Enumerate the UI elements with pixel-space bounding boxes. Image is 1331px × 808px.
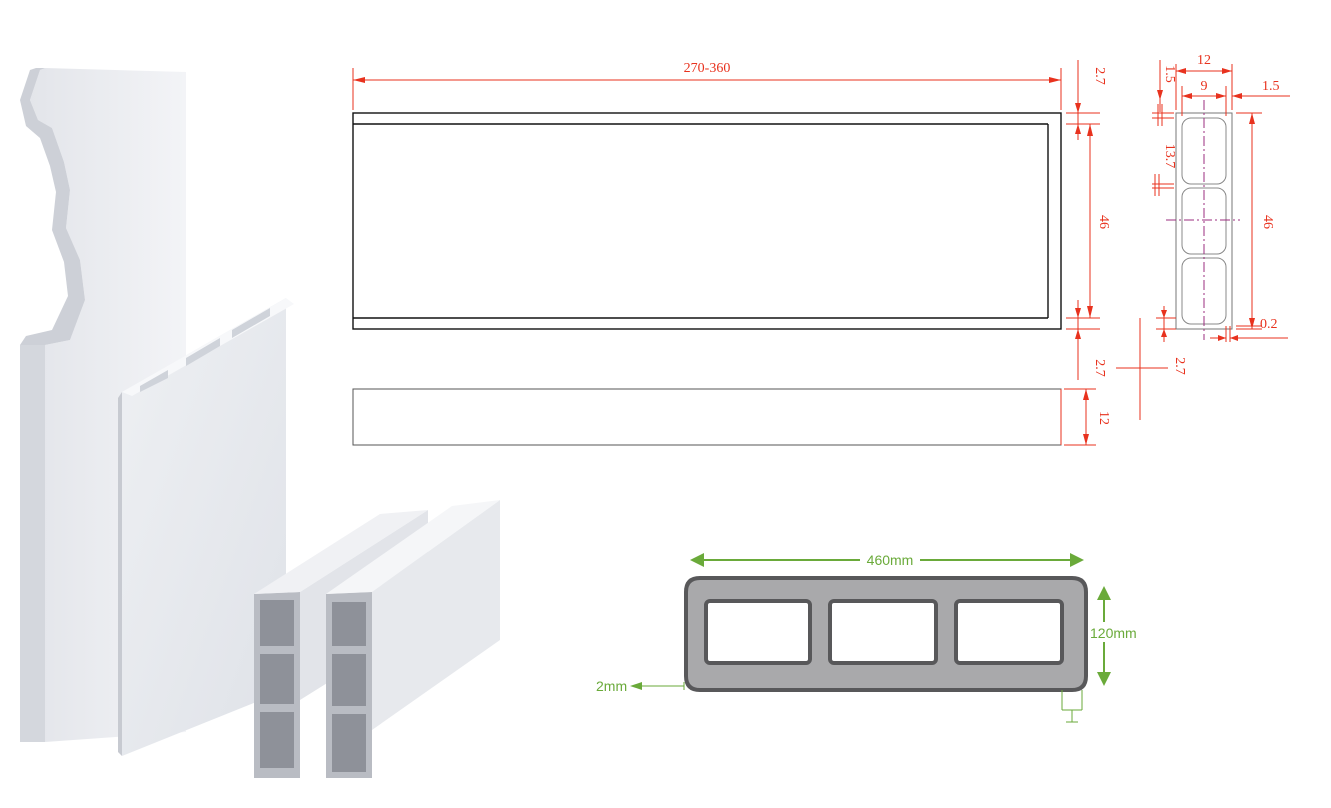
cross-section-dimensions: [1116, 60, 1290, 420]
profile-cell-3: [954, 599, 1064, 665]
side-view-length-label: 270-360: [684, 61, 731, 76]
cross-section-gap-label: 0.2: [1260, 317, 1278, 332]
cross-section-width-label: 12: [1197, 53, 1211, 68]
profile-cell-2: [828, 599, 938, 665]
cross-section-left-wall-label: 1.5: [1162, 65, 1177, 83]
profile-height-label: 120mm: [1090, 625, 1137, 641]
cross-section-wall-label: 1.5: [1262, 79, 1280, 94]
profile-cell-1: [704, 599, 812, 665]
side-view-dimensions: [352, 60, 1100, 380]
side-view-bottom-flange-label: 2.7: [1092, 359, 1107, 377]
cross-section-inner-width-label: 9: [1201, 79, 1208, 94]
hollow-profile-drawing: [684, 576, 1088, 692]
cross-section-height-label: 46: [1260, 215, 1275, 229]
cross-section-flange-label: 2.7: [1172, 357, 1187, 375]
side-view-height-label: 46: [1096, 215, 1111, 229]
top-view-thickness-label: 12: [1096, 411, 1111, 425]
cross-section-cell-label: 13.7: [1162, 144, 1177, 169]
side-view-outline: [352, 112, 1062, 330]
hollow-profile-right: [326, 500, 500, 778]
middle-board: [118, 298, 294, 756]
side-view-drawing: [352, 112, 1062, 330]
profile-wall-label: 2mm: [596, 678, 627, 694]
cross-section-drawing: [1166, 100, 1240, 340]
hollow-profile-dimensions: [630, 553, 1111, 723]
profile-width-label: 460mm: [867, 552, 914, 568]
top-view-dimensions: [1064, 388, 1096, 446]
top-view-drawing: [352, 388, 1062, 446]
side-view-top-flange-label: 2.7: [1092, 67, 1107, 85]
top-view-outline: [352, 388, 1062, 446]
product-photo: [20, 68, 500, 778]
